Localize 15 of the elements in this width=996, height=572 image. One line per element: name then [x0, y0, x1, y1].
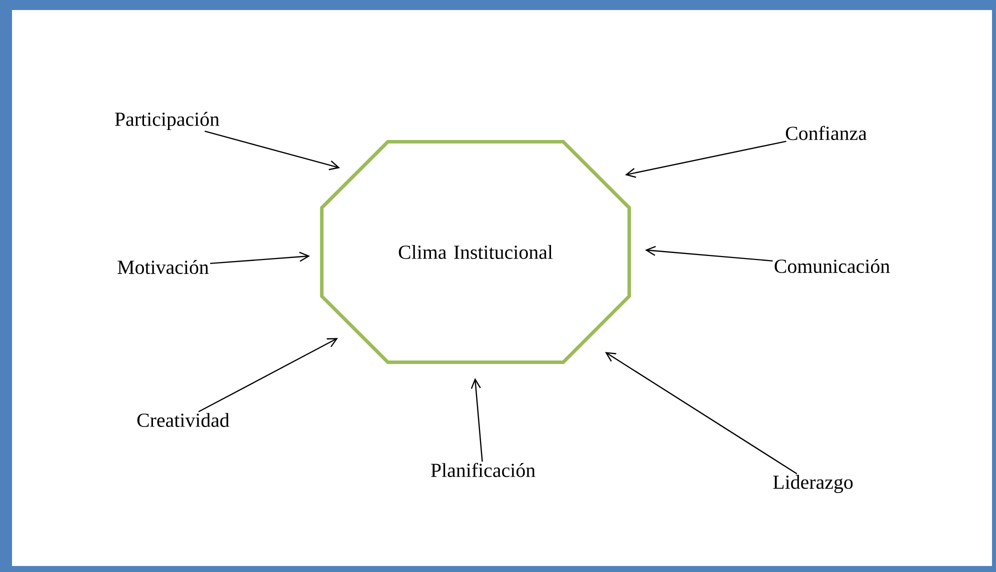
factor-label: Participación [115, 112, 220, 130]
factor-label: Confianza [786, 126, 867, 140]
factor-label: Liderazgo [773, 474, 853, 494]
octagon-box: Clima Institucional [320, 140, 631, 364]
arrow [204, 130, 340, 170]
factor-label: Planificación [431, 462, 536, 478]
arrow [605, 352, 798, 474]
factor-label: Creatividad [137, 412, 230, 427]
factor-label: Motivación [118, 260, 209, 274]
factor-label: Comunicación [774, 258, 890, 273]
arrow [210, 252, 310, 264]
arrow [470, 378, 483, 462]
arrow [645, 246, 773, 262]
arrow [198, 338, 338, 412]
arrow [625, 140, 786, 178]
